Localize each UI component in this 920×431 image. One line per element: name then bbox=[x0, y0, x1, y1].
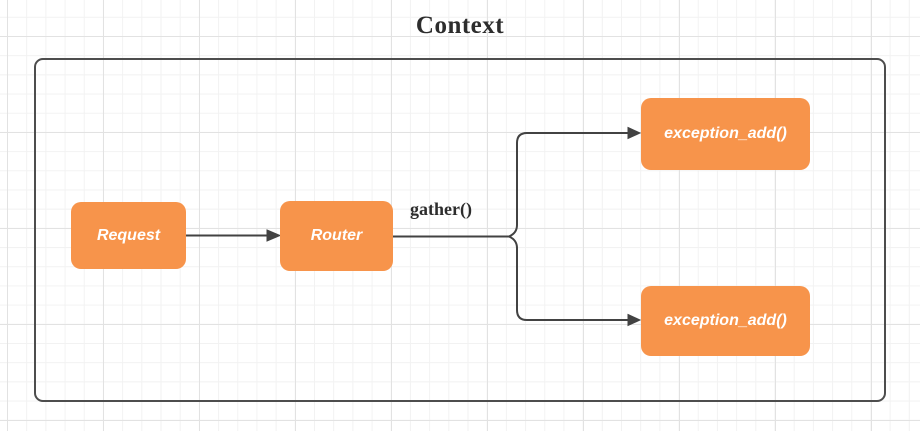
node-exception-add-top-label: exception_add() bbox=[664, 125, 787, 142]
edge-label-gather: gather() bbox=[410, 199, 472, 219]
node-exception-add-top[interactable]: exception_add() bbox=[641, 98, 810, 170]
node-request-label: Request bbox=[96, 226, 161, 244]
node-router-label: Router bbox=[310, 227, 363, 244]
diagram-title: Context bbox=[415, 12, 505, 39]
node-exception-add-bottom-label: exception_add() bbox=[664, 312, 787, 329]
context-container-frame[interactable] bbox=[34, 58, 886, 402]
node-exception-add-bottom[interactable]: exception_add() bbox=[641, 286, 810, 356]
node-request[interactable]: Request bbox=[71, 202, 186, 269]
node-router[interactable]: Router bbox=[280, 201, 393, 271]
